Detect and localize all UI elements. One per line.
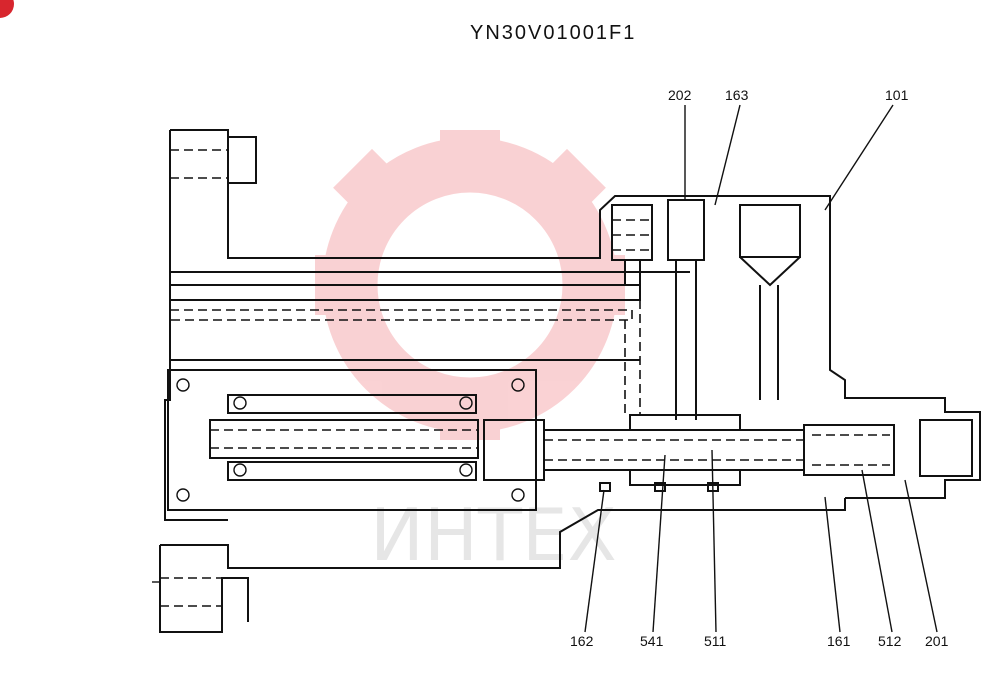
watermark-text: ИНТЕХ xyxy=(370,493,617,577)
label-101: 101 xyxy=(885,87,909,103)
housing-bottom-flange xyxy=(159,498,846,633)
label-201: 201 xyxy=(925,633,949,649)
label-202: 202 xyxy=(668,87,692,103)
spring-chamber xyxy=(167,369,537,511)
corner-logo-icon xyxy=(0,0,14,18)
label-511: 511 xyxy=(704,633,727,649)
label-541: 541 xyxy=(640,633,664,649)
label-163: 163 xyxy=(725,87,749,103)
shaft-passages xyxy=(170,284,641,415)
housing-top-flange xyxy=(164,129,981,521)
label-512: 512 xyxy=(878,633,902,649)
part-labels: 202 163 101 162 541 511 161 512 201 xyxy=(570,87,949,649)
spool-assembly xyxy=(483,414,973,492)
label-161: 161 xyxy=(827,633,851,649)
label-162: 162 xyxy=(570,633,594,649)
drawing-title: YN30V01001F1 xyxy=(470,22,637,44)
leader-lines xyxy=(152,104,938,633)
valve-plugs xyxy=(611,199,801,420)
